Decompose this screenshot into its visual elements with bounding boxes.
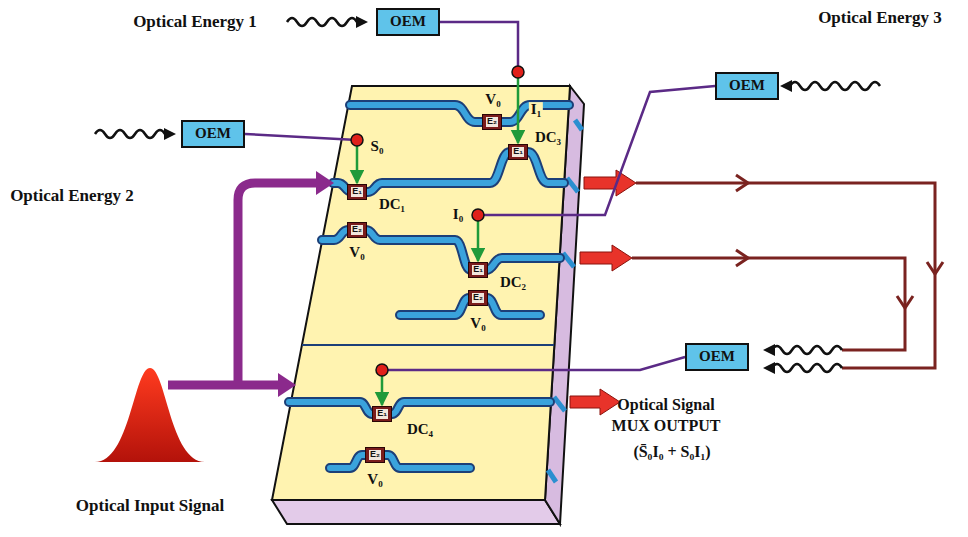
- signal-label: V₀: [483, 92, 502, 108]
- electrode-box: E₂: [347, 222, 367, 238]
- output-arrows: [570, 170, 636, 415]
- signal-label: DC₄: [405, 422, 435, 438]
- caption-label: Optical Signal: [617, 396, 714, 414]
- signal-label: DC₃: [533, 130, 563, 146]
- node-text: E₁: [376, 409, 388, 419]
- signal-label: V₀: [365, 472, 384, 488]
- electrode-box: E₁: [372, 406, 392, 422]
- control-wire: [440, 22, 518, 143]
- control-wire: [245, 134, 357, 183]
- node-text: OEM: [195, 125, 231, 142]
- signal-label: V₀: [347, 245, 366, 261]
- oem-box: OEM: [181, 120, 245, 147]
- control-arrow: [356, 146, 359, 183]
- control-arrow: [477, 221, 480, 261]
- chip-front-face: [272, 500, 560, 524]
- electrode-box: E₁: [347, 184, 367, 200]
- waveguides: [289, 105, 569, 468]
- caption-label: (S̄₀I₀ + S₀I₁): [633, 443, 710, 461]
- feedback-lines: [632, 175, 943, 368]
- electrode-box: E₂: [468, 290, 488, 306]
- control-wire-segment: [382, 357, 685, 370]
- signal-label: DC₁: [377, 197, 407, 213]
- input-arrows: [168, 183, 318, 385]
- node-text: E₁: [472, 265, 484, 275]
- control-arrow: [381, 376, 384, 405]
- node-text: E₂: [486, 117, 498, 127]
- control-wire-segment: [440, 22, 518, 72]
- light-waves: [95, 18, 880, 372]
- node-text: E₁: [351, 187, 363, 197]
- signal-label: I₁: [529, 102, 543, 118]
- node-text: E₂: [369, 450, 381, 460]
- signal-label: V₀: [468, 316, 487, 332]
- chip-top-face: [272, 86, 570, 500]
- input-arrowheads: [278, 171, 334, 397]
- signal-label: I₀: [451, 207, 465, 223]
- node-text: E₁: [512, 147, 524, 157]
- electrode-box: E₂: [365, 447, 385, 463]
- control-wire-segment: [245, 134, 357, 140]
- node-text: OEM: [729, 77, 765, 94]
- caption-label: Optical Energy 3: [818, 8, 942, 28]
- wave-arrowheads: [164, 16, 792, 374]
- oem-box: OEM: [715, 72, 779, 99]
- output-ports: [548, 120, 582, 482]
- control-arrow: [517, 78, 520, 143]
- caption-label: Optical Energy 1: [133, 12, 257, 32]
- control-wire-segment: [478, 86, 715, 215]
- node-text: E₂: [472, 293, 484, 303]
- control-dot: [472, 209, 484, 221]
- caption-label: MUX OUTPUT: [612, 417, 721, 435]
- electrode-box: E₂: [482, 114, 502, 130]
- node-text: E₂: [351, 225, 363, 235]
- electrode-box: E₁: [468, 262, 488, 278]
- oem-box: OEM: [376, 8, 440, 35]
- control-wire: [478, 86, 715, 261]
- caption-label: Optical Input Signal: [76, 496, 224, 516]
- control-dot: [512, 66, 524, 78]
- signal-label: S₀: [369, 139, 386, 155]
- electrode-box: E₁: [508, 144, 528, 160]
- node-text: OEM: [699, 348, 735, 365]
- control-dot: [351, 134, 363, 146]
- control-dot: [376, 364, 388, 376]
- oem-box: OEM: [685, 343, 749, 370]
- separator-line: [302, 344, 554, 346]
- signal-label: DC₂: [498, 275, 528, 291]
- caption-label: Optical Energy 2: [10, 186, 134, 206]
- node-text: OEM: [390, 13, 426, 30]
